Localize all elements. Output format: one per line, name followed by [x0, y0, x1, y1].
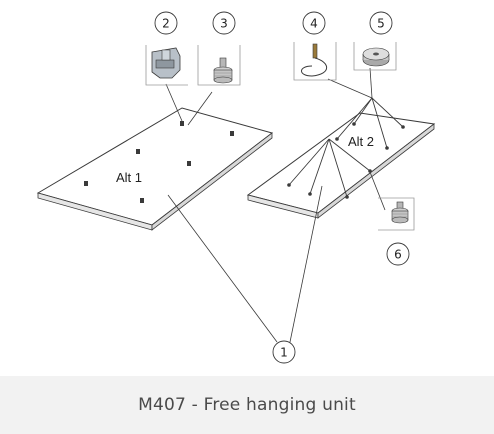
callout-6-number: 6 — [394, 248, 402, 262]
leader-lines — [165, 67, 386, 343]
threaded-insert-icon — [391, 201, 409, 224]
threaded-insert-icon — [213, 57, 233, 84]
part-5-thumbnail — [353, 42, 397, 71]
panel-alt-2: Alt 2 — [246, 97, 436, 219]
assembly-diagram: Alt 1 Alt 2 — [36, 11, 436, 364]
callout-2-number: 2 — [162, 17, 170, 31]
part-4-thumbnail — [293, 42, 337, 81]
part-3-thumbnail — [197, 45, 241, 86]
callout-4: 4 — [302, 11, 326, 35]
panel-alt-1: Alt 1 — [36, 107, 274, 231]
callout-3: 3 — [212, 11, 236, 35]
wire-anchor-points — [287, 122, 405, 199]
round-connector-icon — [362, 47, 390, 67]
callout-6: 6 — [386, 242, 410, 266]
callout-1: 1 — [272, 340, 296, 364]
diagram-svg: Alt 1 Alt 2 — [36, 11, 436, 364]
panel-alt-2-label: Alt 2 — [348, 134, 374, 149]
ceiling-clamp-icon — [151, 47, 181, 79]
callout-5-number: 5 — [377, 17, 385, 31]
part-2-thumbnail — [145, 45, 188, 86]
callout-4-number: 4 — [310, 17, 318, 31]
callout-1-number: 1 — [280, 346, 288, 360]
wire-hanger-icon — [301, 43, 328, 77]
figure-caption: M407 - Free hanging unit — [138, 395, 356, 415]
hanging-wires-lower — [288, 138, 371, 198]
panel-alt-1-fixings — [84, 121, 234, 203]
hanging-wires-upper — [336, 97, 404, 149]
callout-3-number: 3 — [220, 17, 228, 31]
part-6-thumbnail — [378, 197, 415, 231]
callout-5: 5 — [369, 11, 393, 35]
callout-2: 2 — [154, 11, 178, 35]
caption-bar: M407 - Free hanging unit — [0, 376, 494, 434]
panel-alt-1-label: Alt 1 — [116, 170, 142, 185]
